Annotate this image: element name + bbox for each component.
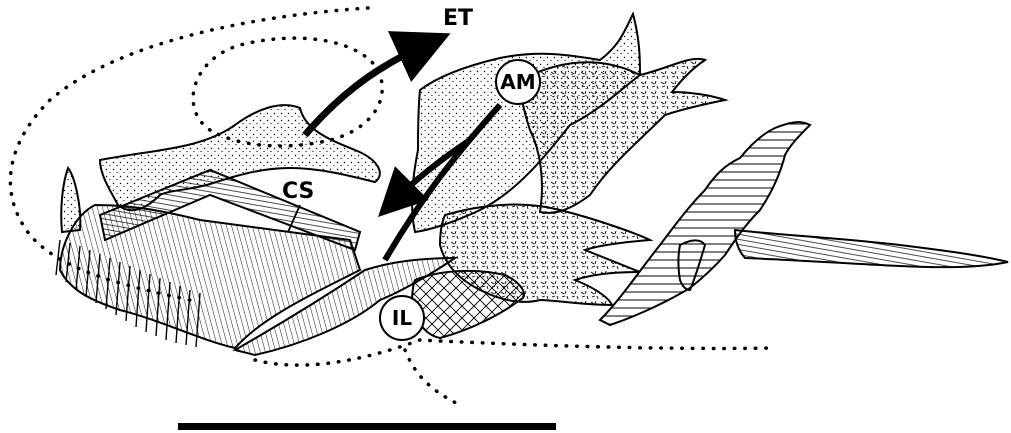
label-et: ET	[443, 6, 473, 31]
arrow-et	[305, 45, 425, 135]
label-am: AM	[500, 70, 535, 94]
ventral-outline-dotted	[255, 340, 775, 365]
snout-spike	[61, 168, 80, 232]
label-cs: CS	[282, 179, 314, 204]
gill-outline-dotted	[405, 350, 460, 405]
label-il: IL	[392, 306, 412, 330]
rib-spine	[735, 230, 1008, 267]
hyomandibular-bone	[520, 59, 725, 213]
label-am-callout: AM	[496, 60, 540, 104]
cleithrum-bone	[600, 122, 810, 325]
interopercle-bone	[412, 271, 524, 338]
label-il-callout: IL	[380, 296, 424, 340]
scale-bar	[178, 423, 556, 430]
